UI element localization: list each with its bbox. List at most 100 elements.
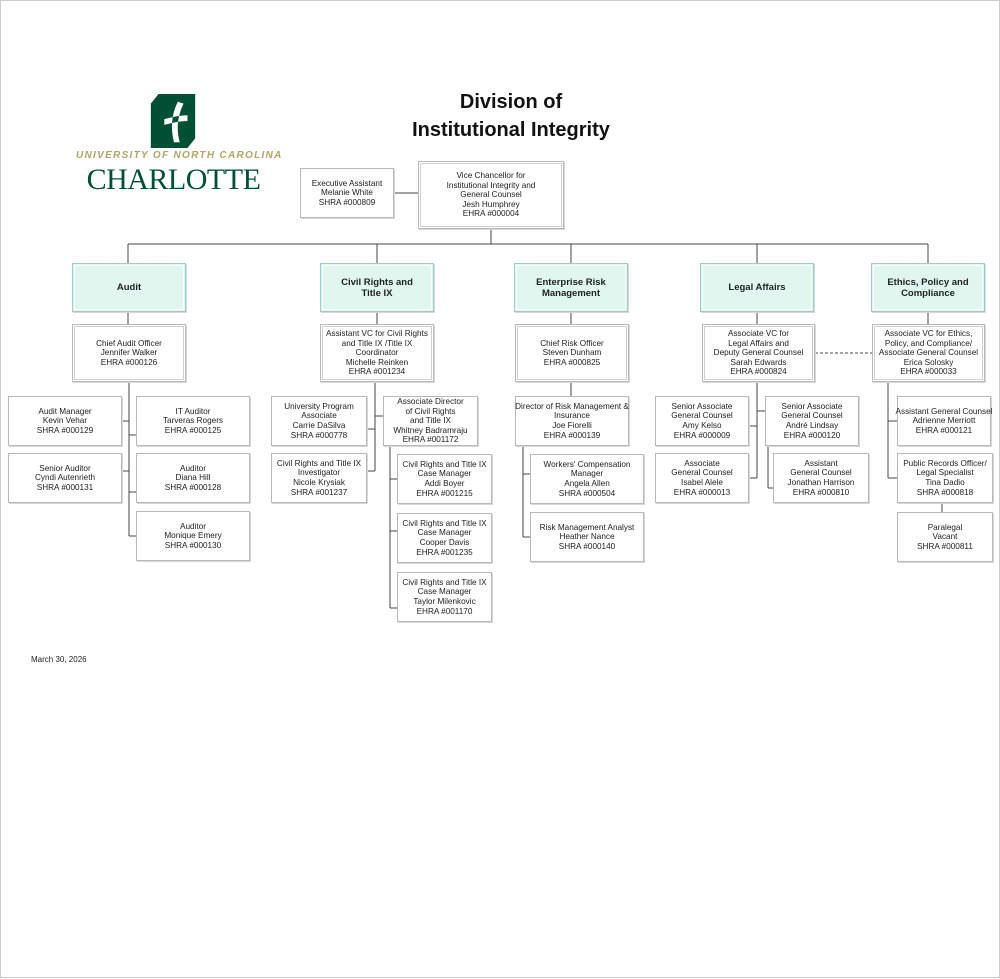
person-name: Cyndi Autenrieth (34, 473, 96, 483)
position-title: General Counsel (790, 468, 852, 478)
position-title: and Title IX /Title IX (341, 338, 413, 348)
position-number: SHRA #001237 (290, 487, 348, 497)
dept-label: Civil Rights and (341, 276, 413, 288)
position-title: Case Manager (417, 587, 472, 597)
person-name: Whitney Badramraju (393, 425, 468, 435)
person-name: Tarveras Rogers (162, 416, 224, 426)
person-name: Michelle Reinken (345, 357, 409, 367)
position-number: EHRA #000139 (543, 430, 601, 440)
person-name: Joe Fiorelli (552, 421, 592, 430)
position-title: Policy, and Compliance/ (884, 338, 973, 348)
person-name: Sarah Edwards (730, 357, 787, 367)
dept-label: Ethics, Policy and (887, 276, 969, 288)
dept-label: Management (541, 287, 601, 299)
org-box-avc-ethics: Associate VC for Ethics,Policy, and Comp… (872, 324, 985, 382)
position-number: SHRA #000128 (164, 482, 222, 492)
position-number: EHRA #000810 (792, 487, 850, 497)
person-name: Angela Allen (564, 479, 610, 488)
position-title: Audit Manager (38, 406, 92, 416)
position-title: Risk Management Analyst (539, 522, 635, 532)
position-title: Insurance (554, 411, 590, 421)
person-name: Diana Hill (175, 473, 211, 483)
position-number: SHRA #000131 (36, 482, 94, 492)
position-number: EHRA #000009 (673, 430, 731, 440)
position-title: Institutional Integrity and (446, 180, 536, 190)
person-name: Heather Nance (559, 532, 615, 542)
person-name: Vacant (932, 532, 958, 542)
person-name: Addi Boyer (424, 479, 465, 488)
person-name: André Lindsay (785, 421, 839, 430)
position-title: University Program (284, 401, 354, 411)
position-title: Associate (684, 458, 720, 468)
person-name: Amy Kelso (682, 421, 722, 430)
position-title: General Counsel (671, 468, 733, 478)
position-number: SHRA #000130 (164, 540, 222, 550)
person-name: Nicole Krysiak (293, 478, 345, 487)
position-title: and Title IX (410, 416, 451, 426)
position-title: Deputy General Counsel (713, 348, 804, 358)
position-title: Workers' Compensation (543, 459, 631, 469)
position-title: Paralegal (927, 522, 963, 532)
position-number: SHRA #000809 (318, 197, 376, 207)
position-title: Manager (570, 469, 604, 479)
position-number: EHRA #000121 (915, 425, 973, 435)
dept-audit: Audit (72, 263, 186, 312)
title-line-2: Institutional Integrity (412, 119, 610, 141)
person-name: Jennifer Walker (100, 348, 158, 358)
dept-label: Audit (116, 282, 142, 293)
position-number: SHRA #000140 (558, 541, 616, 551)
position-title: General Counsel (671, 411, 733, 421)
dept-legal-affairs: Legal Affairs (700, 263, 814, 312)
position-title: Public Records Officer/ (903, 458, 987, 468)
logo-mark-icon (150, 94, 196, 148)
position-title: General Counsel (781, 411, 843, 421)
position-title: Case Manager (417, 469, 472, 479)
date-label: March 30, 2026 (31, 655, 87, 664)
position-number: EHRA #000824 (730, 367, 787, 377)
position-title: IT Auditor (175, 406, 211, 416)
position-number: SHRA #000818 (916, 487, 974, 497)
position-title: Auditor (180, 521, 206, 531)
position-title: Investigator (297, 468, 341, 478)
position-title: Associate Director (397, 397, 464, 407)
position-number: SHRA #000811 (917, 541, 973, 551)
position-title: Director of Risk Management & (515, 401, 629, 411)
title-line-1: Division of (459, 91, 563, 113)
dept-label: Title IX (361, 287, 393, 299)
position-number: EHRA #001215 (416, 488, 473, 498)
position-title: Associate General Counsel (878, 348, 979, 358)
dept-label: Legal Affairs (728, 282, 786, 293)
position-number: EHRA #000120 (783, 430, 841, 440)
uncc-logo: UNIVERSITY OF NORTH CAROLINA CHARLOTTE (76, 94, 281, 196)
position-number: SHRA #000129 (36, 425, 94, 435)
position-number: EHRA #001172 (402, 435, 459, 445)
person-name: Kevin Vehar (42, 416, 88, 426)
position-title: Coordinator (355, 348, 399, 358)
position-title: Case Manager (417, 528, 472, 538)
person-name: Jonathan Harrison (787, 478, 855, 487)
position-title: Legal Specialist (916, 468, 974, 478)
position-title: Civil Rights and Title IX (402, 459, 487, 469)
person-name: Taylor Milenkovic (413, 597, 476, 606)
position-number: EHRA #000125 (164, 425, 222, 435)
